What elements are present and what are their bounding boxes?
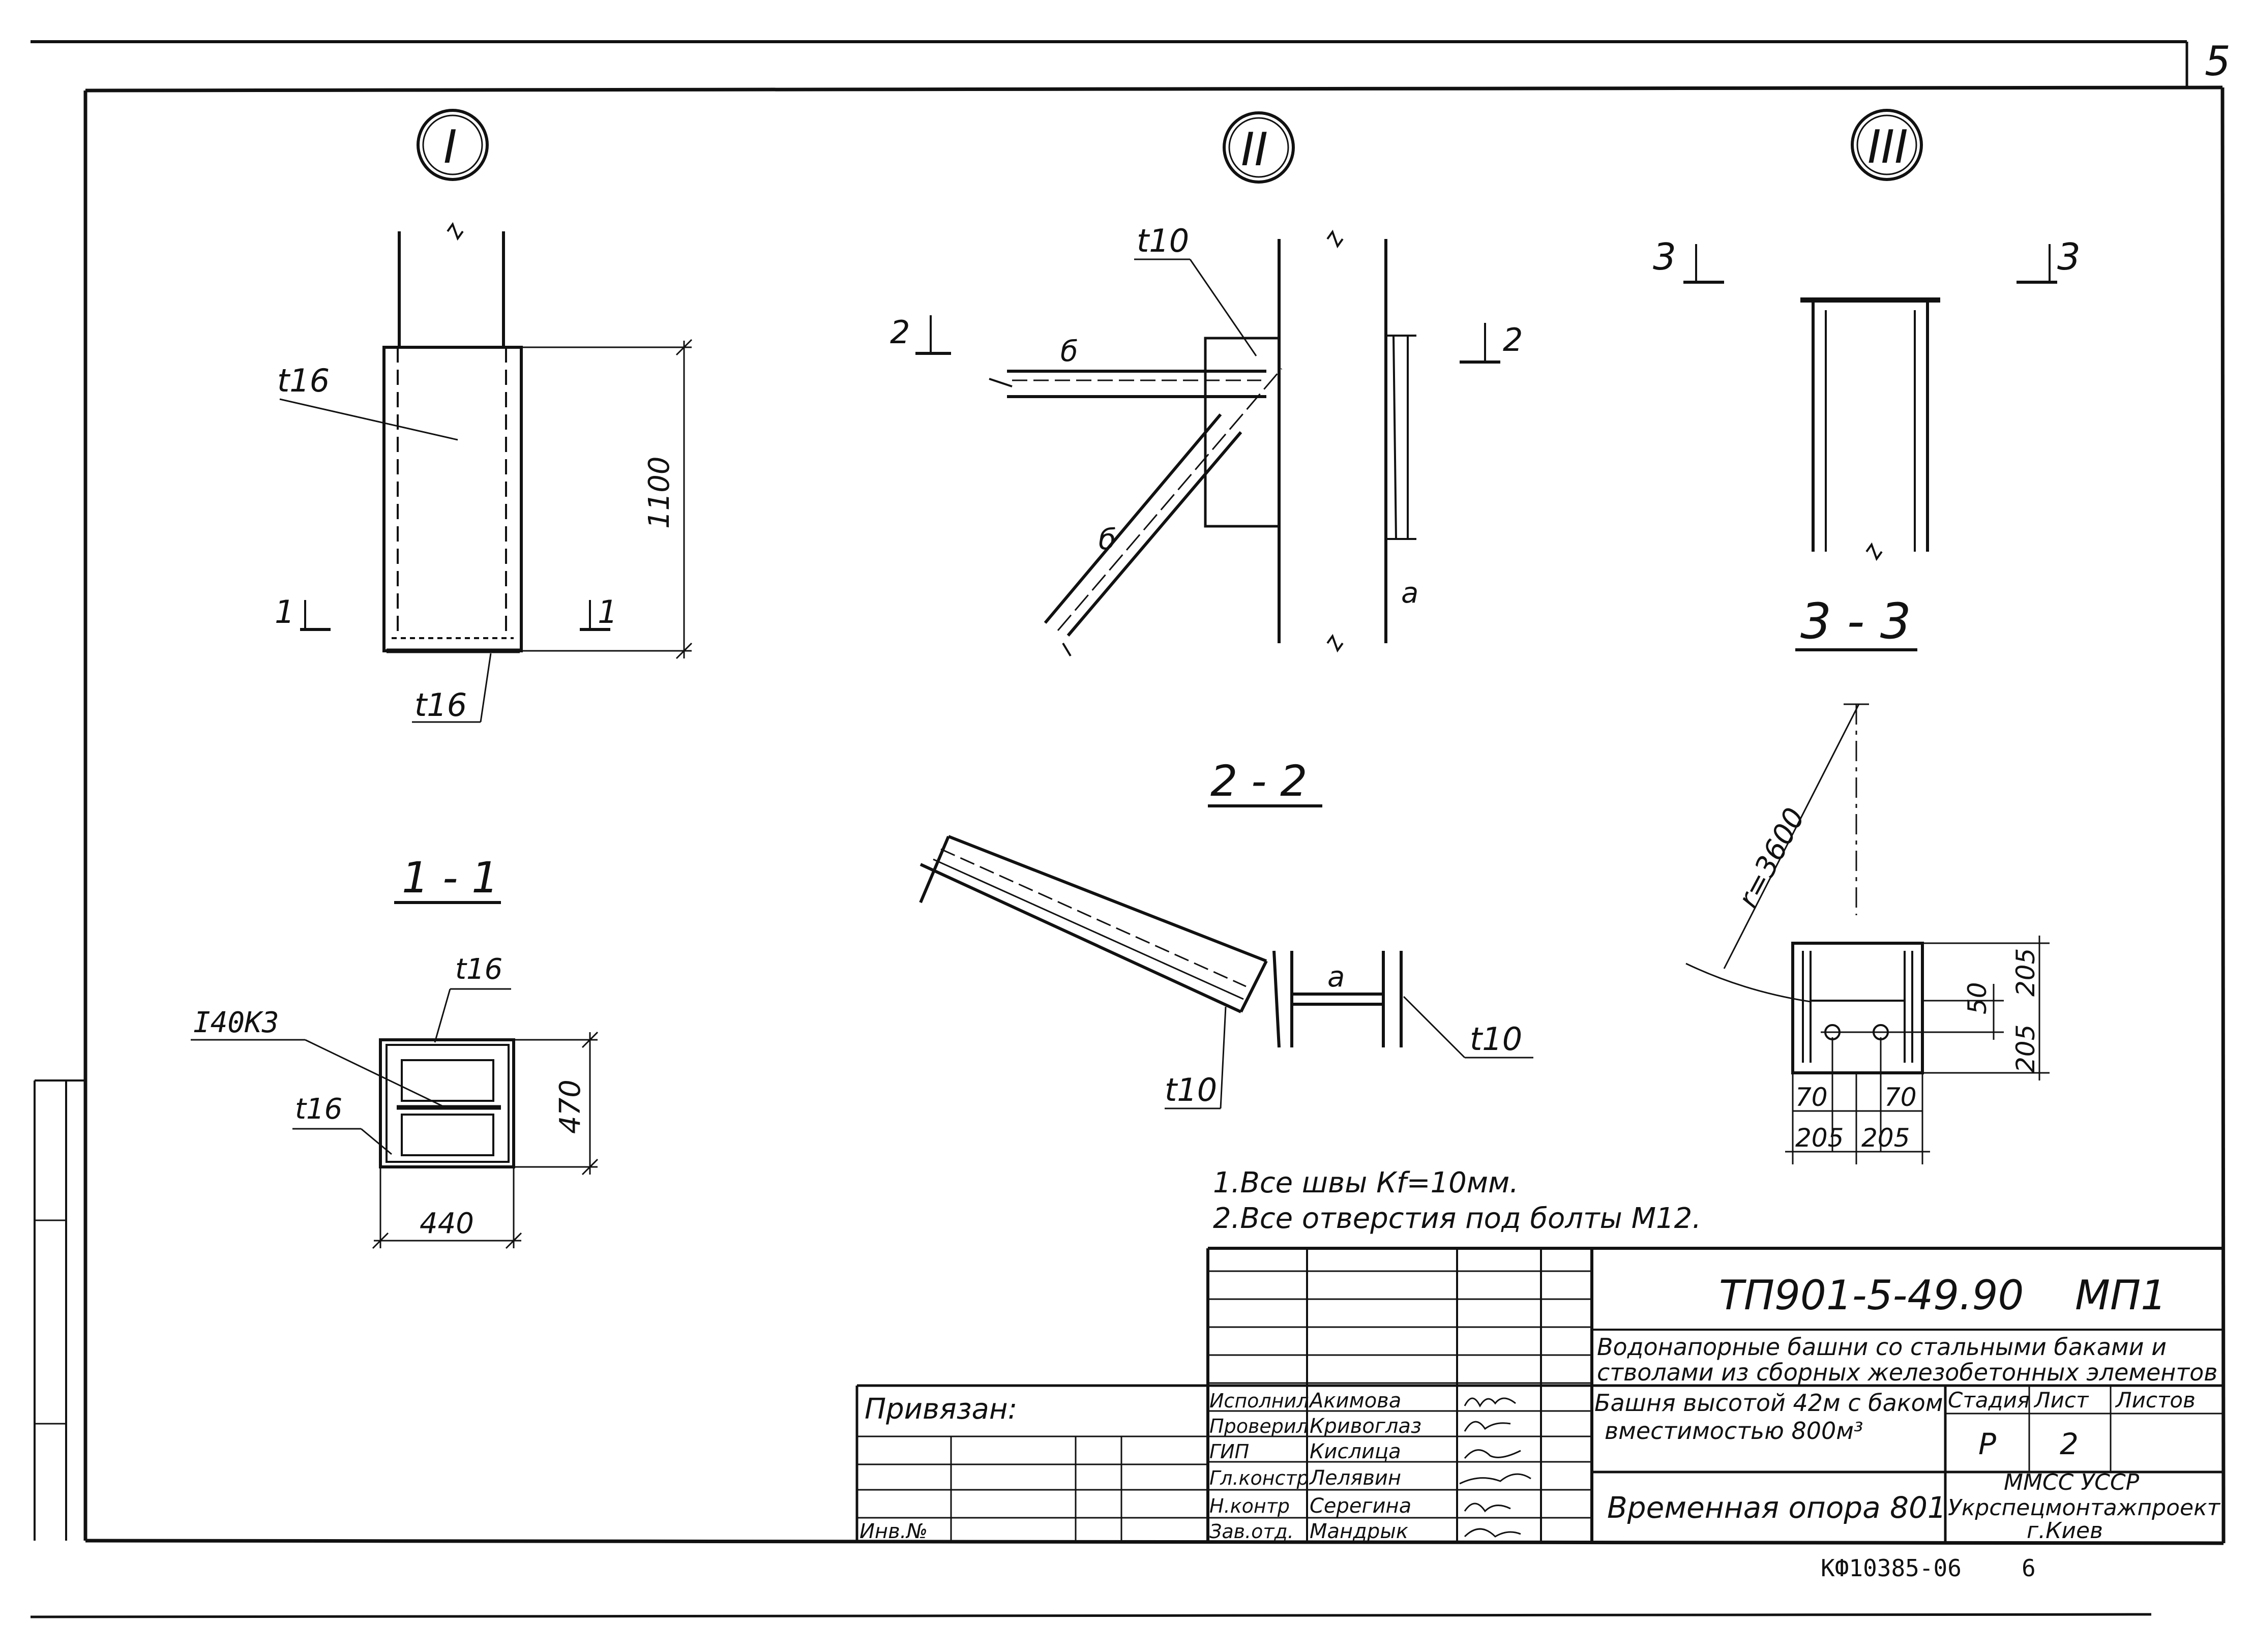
role-6: Зав.отд. [1209,1520,1294,1543]
role-3: ГИП [1209,1440,1249,1463]
sheet-header: Лист [2033,1388,2089,1413]
org-line-1: ММСС УССР [2004,1469,2140,1495]
callout-t16-section1-left: t16 [295,1093,342,1126]
sheet-title: Временная опора 801 [1607,1490,1946,1525]
name-2: Кривоглаз [1310,1415,1421,1438]
section-mark-1-left: 1 [275,593,294,630]
sheets-header: Листов [2115,1388,2196,1413]
callout-b-diagonal: б [1099,523,1116,556]
callout-a-section2: а [1327,960,1345,994]
node-1-marker [417,109,489,181]
callout-beam-profile: I40K3 [193,1006,279,1039]
signatures [1459,1397,1531,1538]
stage-value: Р [1978,1427,1996,1461]
page-number: 5 [2205,38,2231,85]
node-3-label: III [1867,121,1908,174]
section-mark-3-left: 3 [1653,235,1676,278]
bound-label: Привязан: [865,1393,1017,1426]
dim-205-upper: 205 [2011,948,2040,997]
object-line-1: Башня высотой 42м с баком [1594,1389,1943,1417]
section-title-3-3: 3 - 3 [1800,593,1911,650]
role-2: Проверил [1209,1415,1309,1437]
role-4: Гл.констр [1209,1467,1309,1489]
callout-t16-top: t16 [277,362,330,399]
callout-t10-node2: t10 [1137,222,1189,259]
name-3: Кислица [1310,1440,1401,1463]
dim-70-left: 70 [1795,1083,1828,1112]
name-6: Мандрык [1310,1520,1408,1543]
name-4: Лелявин [1309,1466,1401,1490]
object-line-2: вместимостью 800м³ [1605,1417,1863,1445]
section-title-1-1: 1 - 1 [402,853,499,903]
dim-440: 440 [420,1207,474,1240]
callout-t16-section1-top: t16 [455,953,502,986]
node-1-view [279,109,693,723]
bottom-number: 6 [2022,1554,2036,1582]
title-block [855,1247,2224,1543]
project-line-2: стволами из сборных железобетонных элеме… [1597,1359,2217,1386]
bottom-code: КФ10385-06 [1821,1554,1962,1582]
dim-1100: 1100 [643,456,676,529]
dim-470: 470 [554,1079,587,1134]
node-2-view [915,111,1500,657]
note-1: 1.Все швы Кf=10мм. [1213,1166,1519,1199]
section-mark-3-right: 3 [2057,235,2081,278]
doc-mark: МП1 [2075,1272,2167,1319]
node-2-marker [1223,111,1295,184]
section-mark-1-right: 1 [598,593,617,630]
node-1-label: I [443,121,457,174]
section-title-2-2: 2 - 2 [1210,756,1308,806]
callout-b-horizontal: б [1060,335,1078,368]
node-3-marker [1851,109,1923,181]
section-2-2-view [919,804,1533,1109]
section-1-1-view [191,901,599,1249]
sheet-frame [30,40,2226,1618]
dim-50: 50 [1963,982,1992,1014]
inv-label: Инв.№ [859,1520,928,1543]
callout-a-node2: а [1401,577,1418,610]
section-mark-2-right: 2 [1503,321,1523,358]
node-2-label: II [1241,123,1268,176]
doc-code: ТП901-5-49.90 [1719,1272,2024,1319]
stage-header: Стадия [1948,1388,2030,1413]
sheet-value: 2 [2060,1427,2079,1461]
project-line-1: Водонапорные башни со стальными баками и [1597,1333,2167,1361]
section-mark-2-left: 2 [890,314,910,351]
dim-205-bottom-left: 205 [1795,1123,1844,1153]
dim-70-right: 70 [1884,1083,1917,1112]
dim-205-bottom-right: 205 [1861,1123,1910,1153]
node-3-view [1683,109,2057,651]
callout-t10-section2-left: t10 [1165,1071,1217,1108]
note-2: 2.Все отверстия под болты М12. [1213,1202,1701,1235]
callout-t10-section2-right: t10 [1470,1020,1522,1058]
name-1: Акимова [1308,1389,1401,1413]
callout-t16-bottom: t16 [414,686,467,724]
radius-label: r=3600 [1732,802,1812,913]
org-line-2: Укрспецмонтажпроект [1948,1495,2221,1521]
section-3-3-plan [1685,703,2050,1164]
dim-205-lower: 205 [2011,1025,2040,1073]
role-1: Исполнил [1209,1390,1309,1412]
role-5: Н.контр [1209,1495,1290,1517]
org-line-3: г.Киев [2027,1518,2103,1544]
name-5: Серегина [1310,1494,1411,1518]
